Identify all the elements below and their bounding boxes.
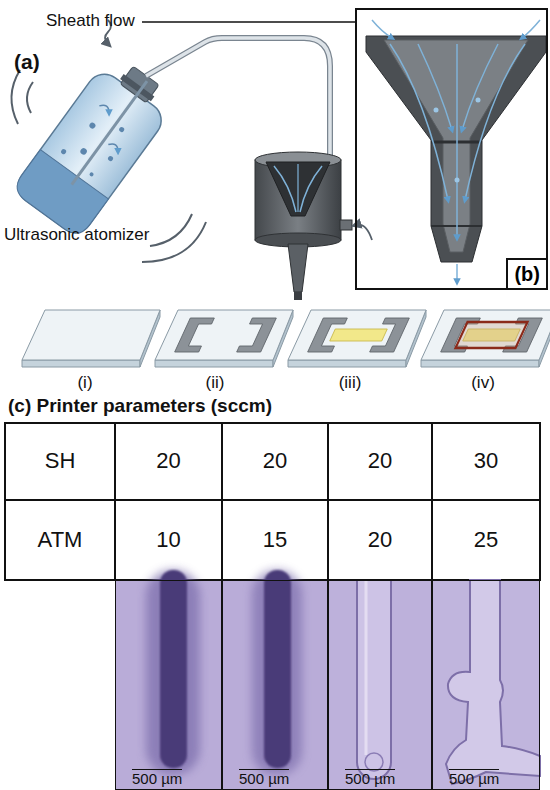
panel-letter: (b) — [506, 258, 548, 290]
step-label: (iv) — [460, 374, 506, 393]
nozzle-cross-section — [142, 20, 546, 282]
step-label: (iii) — [327, 374, 373, 393]
step-label: (ii) — [192, 374, 238, 393]
micrograph-panel: 500 µm — [115, 580, 222, 790]
panel-heading: (c) Printer parameters (sccm) — [8, 396, 272, 417]
component-label: Sheath flow — [46, 12, 135, 31]
parameter-table-grid — [5, 423, 540, 580]
component-label: Ultrasonic atomizer — [4, 226, 150, 245]
table-cell: 30 — [432, 423, 540, 500]
table-cell: 20 — [328, 500, 432, 580]
micrograph-panel: 500 µm — [328, 580, 432, 790]
table-row-header: ATM — [5, 500, 115, 580]
table-cell: 10 — [115, 500, 222, 580]
table-cell: 20 — [328, 423, 432, 500]
micrograph-images — [115, 570, 540, 790]
table-row-header: SH — [5, 423, 115, 500]
transfer-tube — [146, 38, 330, 156]
table-cell: 15 — [222, 500, 328, 580]
micrograph-panel: 500 µm — [222, 580, 328, 790]
step-label: (i) — [62, 374, 108, 393]
table-cell: 20 — [222, 423, 328, 500]
inset-panel: (b) — [355, 8, 548, 290]
panel-letter: (a) — [14, 50, 40, 73]
table-cell: 20 — [115, 423, 222, 500]
scale-bar-label: 500 µm — [132, 769, 182, 787]
scale-bar-label: 500 µm — [449, 769, 499, 787]
micrograph-panel: 500 µm — [432, 580, 540, 790]
table-cell: 25 — [432, 500, 540, 580]
substrate-sequence — [22, 310, 550, 367]
scale-bar-label: 500 µm — [239, 769, 289, 787]
scale-bar-label: 500 µm — [345, 769, 395, 787]
